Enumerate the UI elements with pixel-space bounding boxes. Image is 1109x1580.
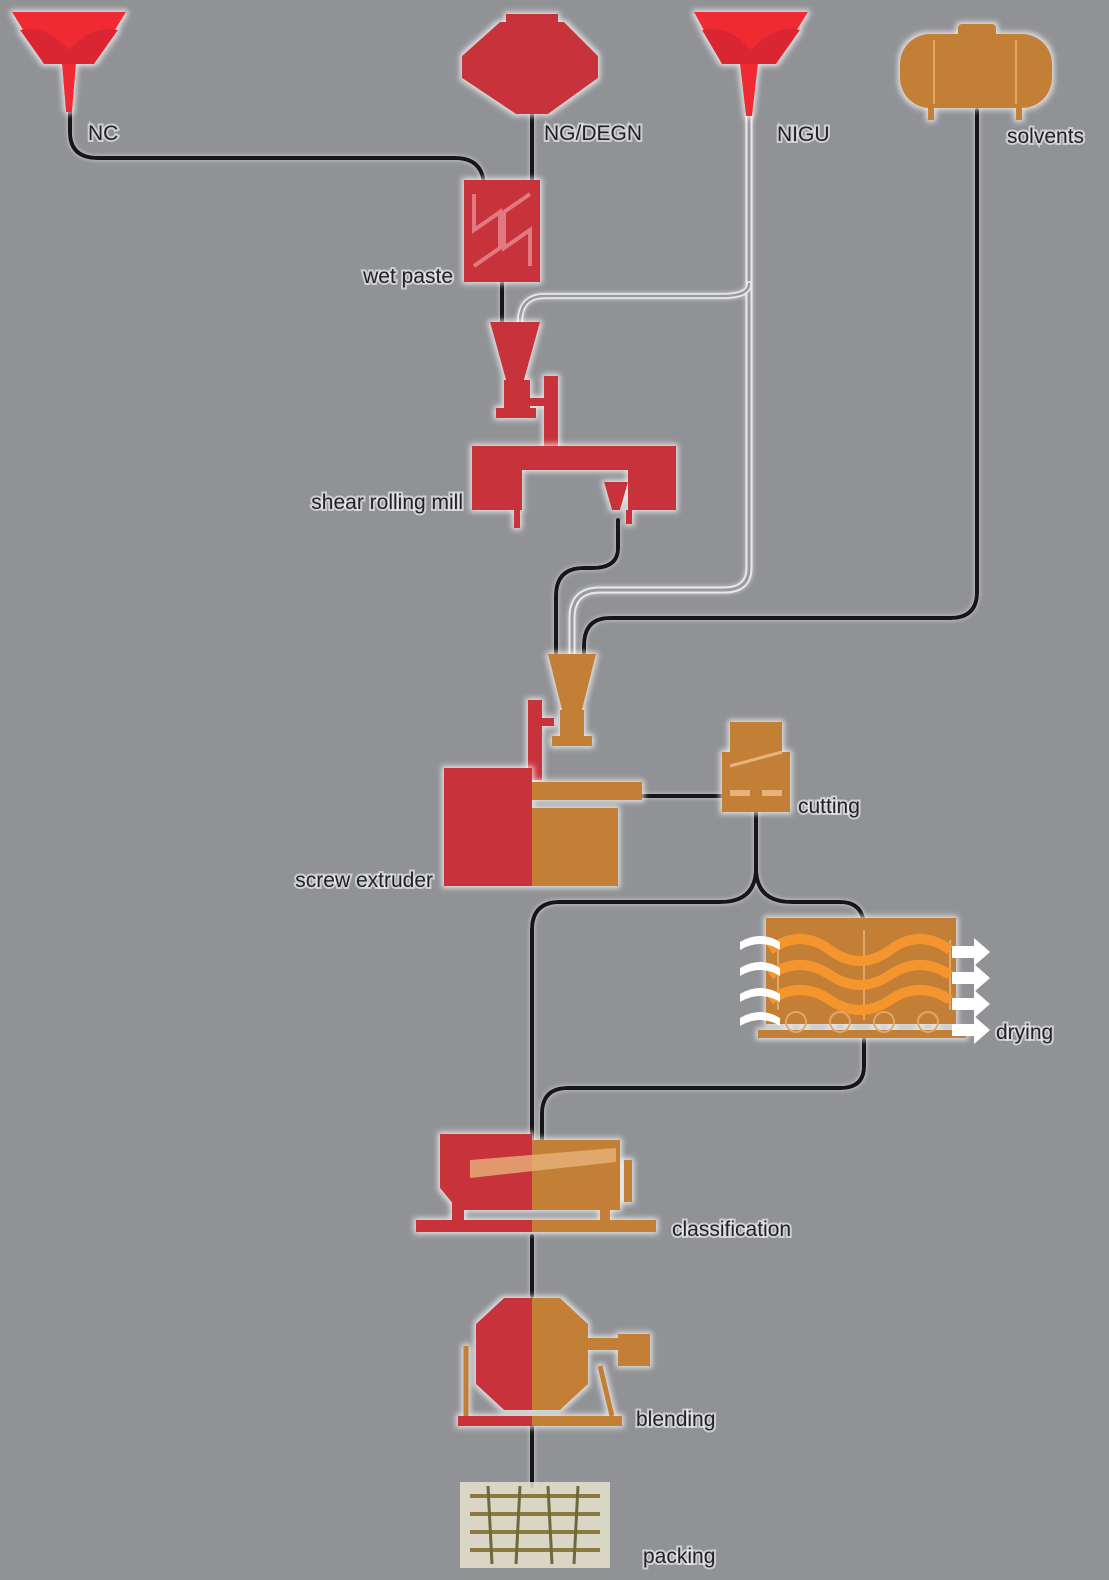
label-packing: packing [643,1545,715,1568]
pipe-nigu-branch-inner [520,284,749,322]
label-ng-degn: NG/DEGN [544,122,642,145]
mixer-ng-degn [462,14,598,114]
classification-sieve [416,1134,656,1232]
pipe-nigu-branch [520,284,749,322]
label-wet-paste: wet paste [362,265,453,288]
cutting-machine [722,722,790,812]
shear-rolling-mill-machine [472,446,676,528]
pipe-nigu-main [572,116,749,654]
drying-oven [758,918,966,1038]
packing-cartridges [460,1482,610,1568]
label-shear-rolling-mill: shear rolling mill [311,491,463,514]
label-solvents: solvents [1007,125,1084,148]
label-blending: blending [636,1408,715,1431]
feeder-hopper [490,322,558,446]
label-cutting: cutting [798,795,860,818]
pipe-drying-to-classification [542,1036,864,1142]
blending-drum [458,1298,650,1426]
label-nigu: NIGU [777,123,830,146]
wet-paste-vessel [464,180,540,282]
label-classification: classification [672,1218,791,1241]
label-screw-extruder: screw extruder [295,869,433,892]
pipe-solvents-to-extruder [584,110,977,656]
label-drying: drying [996,1021,1053,1044]
funnel-nigu [694,12,808,116]
funnel-nc [12,12,126,112]
extruder-hopper [528,654,596,780]
screw-extruder-machine [444,768,642,886]
pipe-nigu-inner [572,116,749,654]
label-nc: NC [88,122,118,145]
tank-solvents [900,24,1052,120]
pipe-nc-to-wet-paste [70,112,484,200]
